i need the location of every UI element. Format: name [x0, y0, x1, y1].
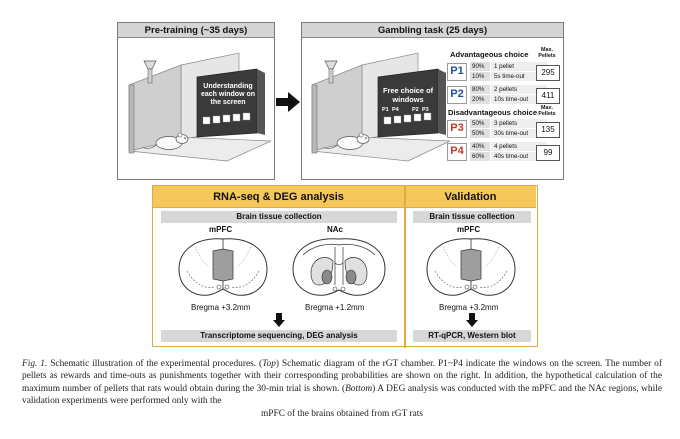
gambling-chamber-illustration: [311, 52, 451, 162]
caption-text-2: ) Schematic diagram of the rGT chamber. …: [22, 359, 662, 394]
caption-bottom: Bottom: [345, 383, 373, 394]
pretraining-chamber-illustration: [128, 52, 272, 162]
option-p4-max: 99: [536, 145, 560, 161]
option-p2-win: 80%2 pellets: [470, 85, 547, 94]
option-p3-loss: 50%30s time-out: [470, 129, 547, 138]
option-p2-loss: 20%10s time-out: [470, 95, 547, 104]
max-pellets-label-dis: Max. Pellets: [538, 105, 556, 117]
option-p4-win: 40%4 pellets: [470, 142, 547, 151]
caption-top: Top: [262, 359, 276, 369]
option-p1-loss: 10%5s time-out: [470, 72, 547, 81]
rnaseq-down-arrow-icon: [273, 313, 285, 327]
validation-bregma: Bregma +3.2mm: [439, 303, 499, 312]
gambling-title: Gambling task (25 days): [302, 23, 563, 38]
caption-text-4: mPFC of the brains obtained from rGT rat…: [260, 408, 424, 419]
right-arrow-icon: [276, 92, 300, 112]
gambling-panel: Gambling task (25 days) Free choice of w…: [301, 22, 564, 180]
disadvantageous-heading: Disadvantageous choice: [448, 108, 538, 117]
caption-text-1: Schematic illustration of the experiment…: [47, 359, 263, 369]
validation-collection-bar: Brain tissue collection: [413, 211, 531, 223]
option-p2-max: 411: [536, 88, 560, 104]
pretraining-screen-text: Understanding each window on the screen: [200, 83, 256, 106]
mpfc-brain-section: [178, 238, 268, 296]
pretraining-title: Pre-training (~35 days): [118, 23, 274, 38]
option-p1-win: 90%1 pellet: [470, 62, 547, 71]
option-p3-max: 135: [536, 122, 560, 138]
window-label-p4: P4: [392, 107, 399, 113]
option-p3-win: 50%3 pellets: [470, 119, 547, 128]
validation-mpfc-brain-section: [426, 238, 516, 296]
rnaseq-result-bar: Transcriptome sequencing, DEG analysis: [161, 330, 397, 342]
caption-label: Fig. 1.: [22, 359, 48, 369]
validation-heading: Validation: [405, 186, 536, 208]
window-label-p1: P1: [382, 107, 389, 113]
window-label-p2: P2: [412, 107, 419, 113]
figure-caption: Fig. 1. Schematic illustration of the ex…: [22, 358, 662, 420]
option-p2-box: P2: [447, 86, 467, 104]
rnaseq-region-nac: NAc: [327, 225, 344, 234]
rnaseq-collection-bar: Brain tissue collection: [161, 211, 397, 223]
validation-region-mpfc: mPFC: [457, 225, 481, 234]
max-pellets-label-adv: Max. Pellets: [538, 47, 556, 59]
option-p1-box: P1: [447, 63, 467, 81]
rnaseq-bregma-2: Bregma +1.2mm: [305, 303, 365, 312]
validation-down-arrow-icon: [466, 313, 478, 327]
option-p4-loss: 60%40s time-out: [470, 152, 547, 161]
window-label-p3: P3: [422, 107, 429, 113]
section-divider: [404, 186, 406, 348]
rnaseq-region-mpfc: mPFC: [209, 225, 233, 234]
validation-result-bar: RT-qPCR, Western blot: [413, 330, 531, 342]
caption-text-3: ) A DEG analysis was conducted with the …: [22, 383, 662, 407]
option-p1-max: 295: [536, 65, 560, 81]
advantageous-heading: Advantageous choice: [450, 50, 529, 59]
nac-brain-section: [292, 238, 386, 296]
analysis-panel: RNA-seq & DEG analysis Validation Brain …: [152, 185, 538, 348]
gambling-screen-text: Free choice of windows: [382, 86, 434, 104]
option-p3-box: P3: [447, 120, 467, 138]
rnaseq-heading: RNA-seq & DEG analysis: [153, 186, 404, 208]
option-p4-box: P4: [447, 143, 467, 161]
rnaseq-bregma-1: Bregma +3.2mm: [191, 303, 251, 312]
pretraining-panel: Pre-training (~35 days) Understanding ea…: [117, 22, 275, 180]
